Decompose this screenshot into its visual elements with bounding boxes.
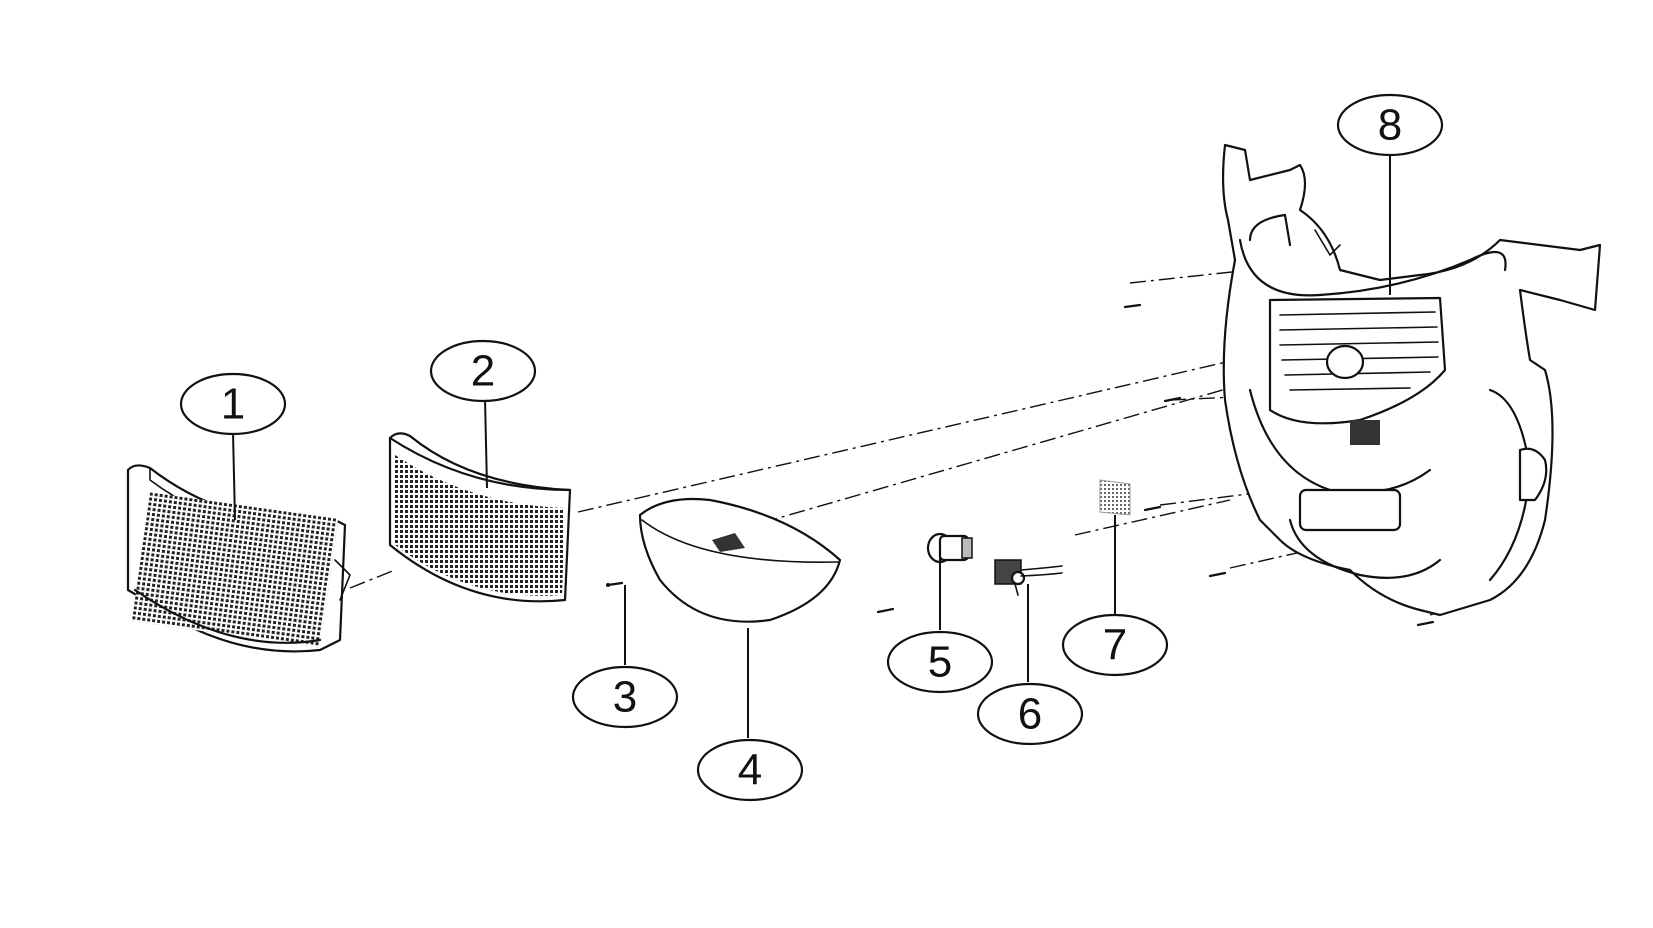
part-1-grille-cover	[126, 464, 351, 653]
callout-4-label: 4	[738, 746, 762, 795]
part-8-main-housing	[1222, 143, 1602, 617]
part-4-lamp-lens	[638, 497, 842, 623]
callout-3: 3	[571, 665, 679, 729]
callout-5-label: 5	[928, 638, 952, 687]
callout-7-label: 7	[1103, 621, 1127, 670]
callout-2: 2	[429, 339, 537, 403]
callout-2-label: 2	[471, 347, 495, 396]
part-7-filter-pad	[1099, 479, 1131, 516]
callout-5: 5	[886, 630, 994, 694]
callout-8-label: 8	[1378, 101, 1402, 150]
callout-6: 6	[976, 682, 1084, 746]
leader-lines	[232, 155, 1391, 738]
part-6-socket	[994, 559, 1063, 596]
callout-6-label: 6	[1018, 690, 1042, 739]
part-5-bulb	[926, 532, 973, 564]
part-2-foam-filter	[388, 432, 572, 603]
part-3-screw	[606, 581, 624, 587]
callout-7: 7	[1061, 613, 1169, 677]
loose-screws	[876, 303, 1435, 627]
callout-1: 1	[179, 372, 287, 436]
callout-8: 8	[1336, 93, 1444, 157]
callout-3-label: 3	[613, 673, 637, 722]
callout-4: 4	[696, 738, 804, 802]
callout-1-label: 1	[221, 380, 245, 429]
